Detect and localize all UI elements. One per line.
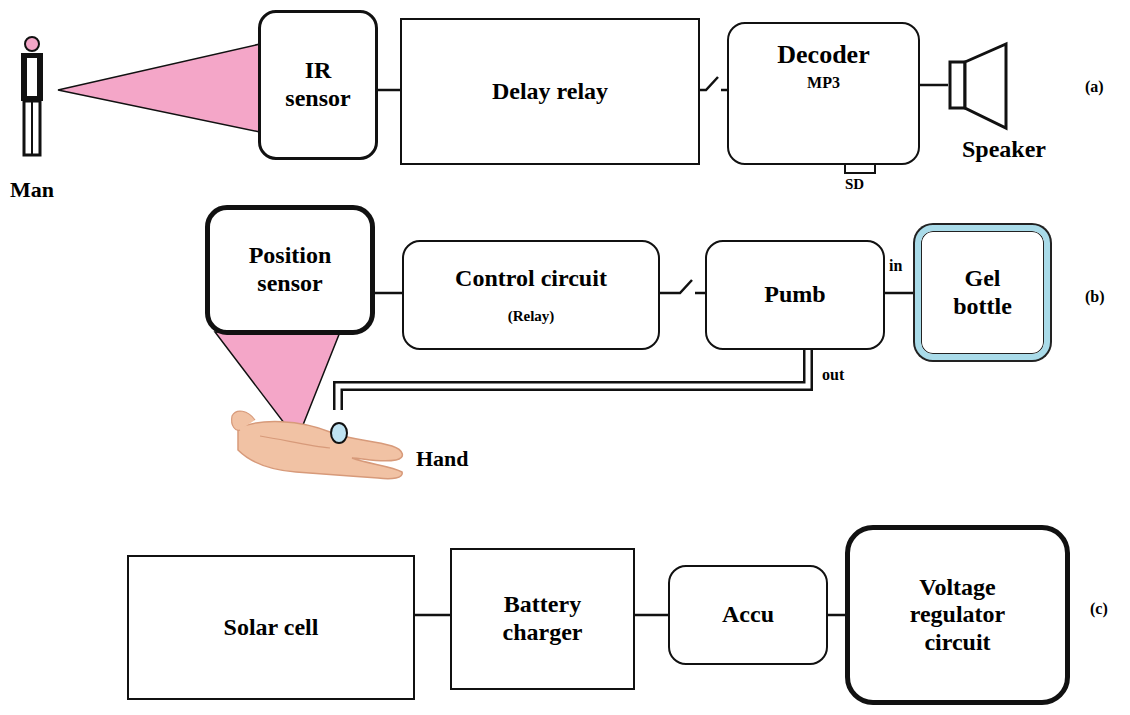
node-title: Battery charger <box>478 591 608 646</box>
control-box: Control circuit (Relay) <box>402 240 660 350</box>
sensor-box: Position sensor <box>205 205 375 335</box>
process-box: Solar cell <box>127 555 415 700</box>
panel-label: (a) <box>1085 78 1104 96</box>
speaker-magnet <box>950 62 965 108</box>
speaker-cone <box>965 44 1006 128</box>
port-label: out <box>822 366 844 384</box>
figure-label: Hand <box>416 447 469 471</box>
node-title: Control circuit <box>455 265 607 293</box>
wire <box>415 614 450 617</box>
switched-wire <box>660 280 705 293</box>
process-box: Battery charger <box>450 548 635 690</box>
hand-illustration <box>232 411 403 479</box>
node-title: Speaker <box>962 136 1046 164</box>
gel-tube <box>338 350 808 410</box>
node-title: IR sensor <box>278 57 358 112</box>
figure-label: Man <box>10 178 54 202</box>
gel-drop <box>331 423 347 443</box>
speaker-symbol <box>948 40 1018 135</box>
node-title: Pumb <box>764 281 825 309</box>
decoder-box: DecoderMP3 <box>727 22 920 165</box>
panel-label: (c) <box>1090 600 1108 618</box>
wire <box>375 292 402 295</box>
ir-beam <box>58 44 260 132</box>
wire <box>378 89 400 92</box>
bottle-box: Gel bottle <box>915 225 1050 360</box>
wire <box>635 614 668 617</box>
slot-label: SD <box>845 176 864 193</box>
panel-label: (b) <box>1085 288 1105 306</box>
switched-wire <box>700 77 727 90</box>
process-box: Delay relay <box>400 18 700 165</box>
node-title: Decoder <box>777 40 869 70</box>
speaker-node: Speaker <box>948 40 1060 170</box>
node-subtitle: (Relay) <box>508 308 555 325</box>
node-title: Voltage regulator circuit <box>883 574 1033 657</box>
wire <box>885 292 915 295</box>
man-figure <box>21 37 43 155</box>
node-title: Solar cell <box>224 614 319 642</box>
node-title: Delay relay <box>492 78 608 106</box>
regulator-box: Voltage regulator circuit <box>845 525 1070 705</box>
gel-tube-inner <box>338 350 808 410</box>
node-title: Gel bottle <box>938 265 1028 320</box>
process-box: Accu <box>668 565 828 665</box>
wire <box>828 614 845 617</box>
sensor-box: IR sensor <box>258 10 378 160</box>
node-subtitle: MP3 <box>807 74 840 92</box>
node-title: Accu <box>722 601 774 629</box>
pump-box: Pumb <box>705 240 885 350</box>
wire <box>920 84 948 87</box>
edge-label: in <box>887 257 904 275</box>
node-title: Position sensor <box>220 242 360 297</box>
